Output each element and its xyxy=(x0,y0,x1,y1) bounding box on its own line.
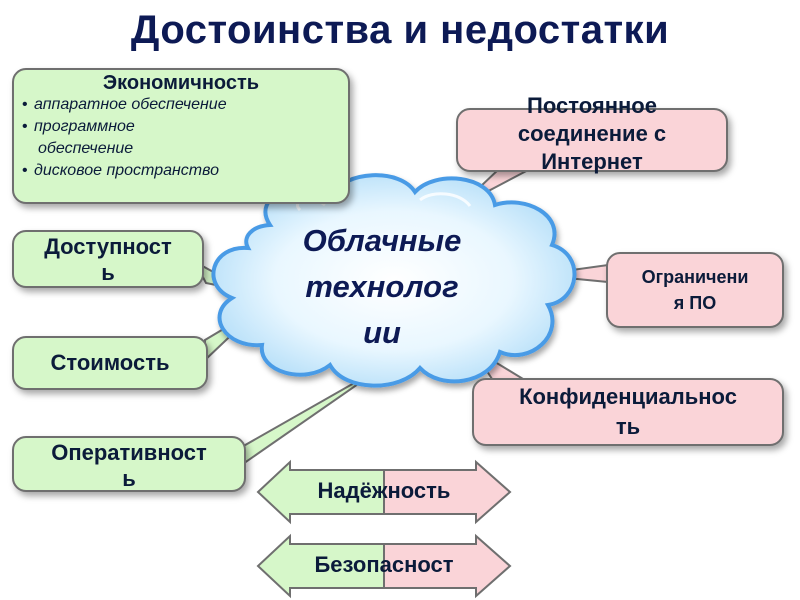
economy-list: аппаратное обеспечение программное обесп… xyxy=(22,94,348,182)
connection-line: Интернет xyxy=(541,149,643,174)
cost-callout: Стоимость xyxy=(12,336,208,390)
cloud-label-line: технолог xyxy=(305,269,459,304)
software-limits-callout: Ограничени я ПО xyxy=(606,252,784,328)
speed-line: Оперативност xyxy=(51,440,207,465)
privacy-line: Конфиденциальнос xyxy=(519,384,737,409)
economy-callout: Экономичность аппаратное обеспечение про… xyxy=(12,68,350,204)
reliability-arrow-shape xyxy=(256,459,512,525)
software-limits-line: Ограничени xyxy=(641,267,749,287)
security-arrow-shape xyxy=(256,533,512,599)
cloud-shape xyxy=(211,173,577,388)
cloud-label: Облачные технолог ии xyxy=(262,218,502,356)
connection-line: соединение с xyxy=(517,121,667,146)
speed-callout: Оперативност ь xyxy=(12,436,246,492)
reliability-label: Надёжность xyxy=(317,478,451,503)
connection-line: Постоянное xyxy=(527,93,657,118)
economy-item: аппаратное обеспечение xyxy=(22,94,348,116)
speed-line: ь xyxy=(122,466,136,491)
economy-item: программное xyxy=(22,116,348,138)
page-title: Достоинства и недостатки xyxy=(130,8,670,52)
privacy-line: ть xyxy=(615,414,641,439)
connection-callout: Постоянное соединение с Интернет xyxy=(456,93,728,174)
cloud-label-line: Облачные xyxy=(302,223,462,258)
availability-line: ь xyxy=(101,260,115,285)
privacy-callout: Конфиденциальнос ть xyxy=(472,378,784,446)
cloud-label-line: ии xyxy=(363,315,401,350)
economy-item: обеспечение xyxy=(38,140,134,157)
economy-heading: Экономичность xyxy=(102,72,260,94)
economy-item: дисковое пространство xyxy=(22,160,348,182)
security-label: Безопасност xyxy=(314,552,454,577)
software-limits-line: я ПО xyxy=(673,293,717,313)
availability-line: Доступност xyxy=(44,234,172,259)
cost-label: Стоимость xyxy=(50,350,170,375)
availability-callout: Доступност ь xyxy=(12,230,204,288)
